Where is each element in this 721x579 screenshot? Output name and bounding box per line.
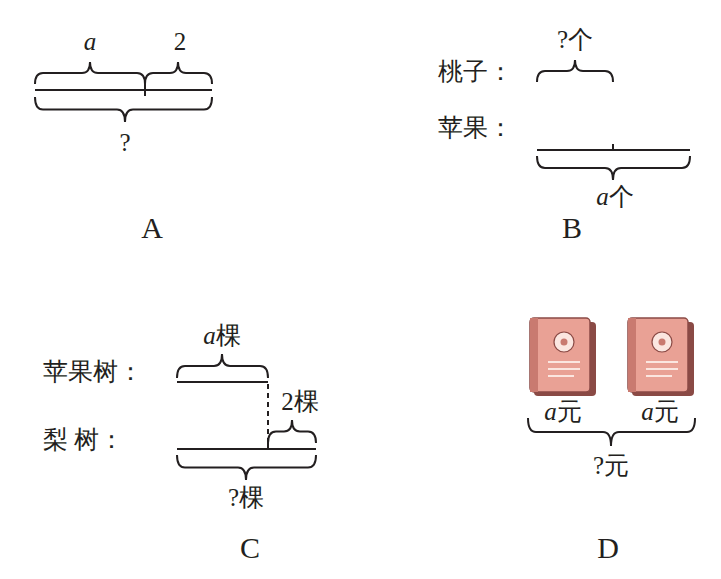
- book-icon: [530, 318, 596, 396]
- diagram-label: 梨 树：: [42, 426, 125, 455]
- curly-brace: [268, 420, 316, 443]
- diagram-label: a个: [595, 183, 635, 212]
- curly-brace: [35, 62, 145, 84]
- diagram-label: ?元: [592, 452, 630, 481]
- diagram-label: 桃子：: [437, 58, 514, 87]
- segment-lines: [35, 84, 690, 449]
- segment-tick: [267, 443, 269, 449]
- curly-brace: [537, 156, 690, 180]
- diagram-label: ?个: [556, 26, 594, 55]
- diagram-label: 苹果树：: [42, 358, 144, 387]
- segment-tick: [144, 84, 146, 96]
- diagram-label: a棵: [202, 322, 242, 351]
- braces: [35, 60, 695, 480]
- segment-tick: [612, 144, 614, 150]
- curly-brace: [35, 97, 212, 122]
- segment-line: [177, 448, 316, 450]
- diagram-label: 苹果：: [437, 114, 514, 143]
- diagram-label: a元: [543, 398, 583, 427]
- curly-brace: [145, 62, 212, 84]
- panel-letter: D: [596, 531, 620, 566]
- diagram-label: 2: [173, 28, 188, 57]
- panel-letter: C: [239, 531, 261, 566]
- diagram-label: ?: [118, 129, 131, 158]
- segment-line: [35, 89, 212, 91]
- segment-line: [177, 381, 268, 383]
- curly-brace: [177, 455, 316, 480]
- book-icon: [628, 318, 694, 396]
- diagram-label: a元: [640, 398, 680, 427]
- panel-letter: B: [561, 211, 583, 246]
- panel-letter: A: [140, 211, 164, 246]
- diagram-label: 2棵: [280, 388, 320, 417]
- curly-brace: [177, 354, 268, 378]
- diagram-label: a: [83, 28, 98, 57]
- curly-brace: [537, 60, 613, 82]
- diagram-label: ?棵: [227, 484, 265, 513]
